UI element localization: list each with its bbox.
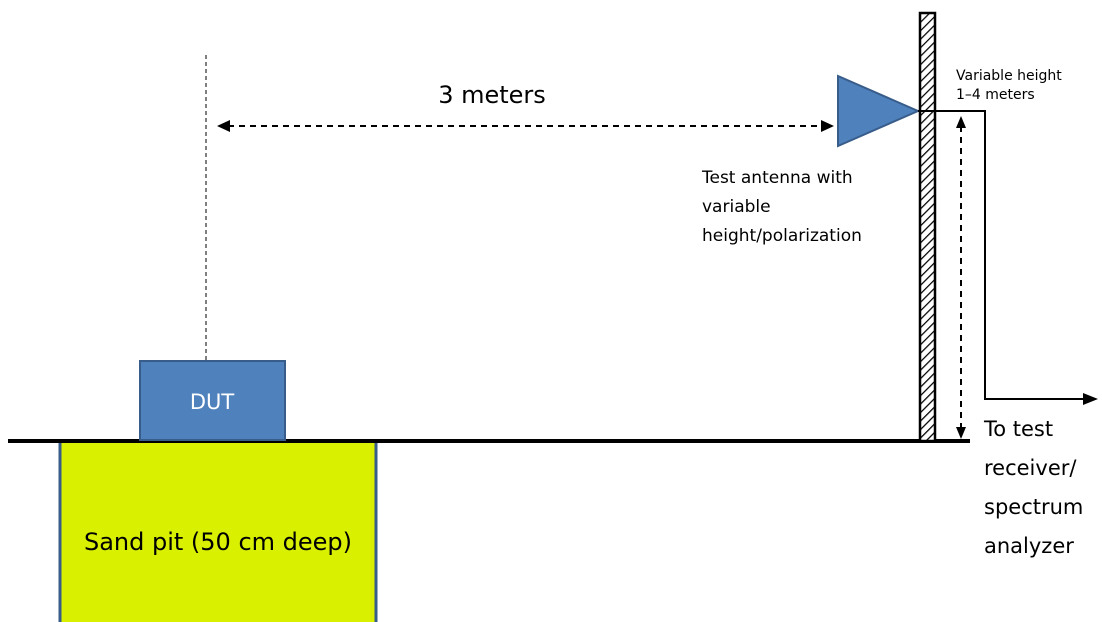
variable-height-label: Variable height 1–4 meters [956,68,1066,103]
variable-height-label-line-1: Variable height [956,68,1062,84]
dut-box [139,360,286,441]
receiver-label: To test receiver/ spectrum analyzer [983,417,1090,558]
distance-arrow-right-head [821,120,834,132]
antenna-cable [918,110,1085,400]
sand-pit [58,439,378,622]
cable-arrow-head [1083,393,1098,405]
test-antenna-label-line-2: variable [702,197,771,217]
test-antenna [837,74,921,148]
dut-label: DUT [190,390,235,414]
test-antenna-label-line-1: Test antenna with [701,168,853,188]
height-arrow-top-head [956,116,966,128]
distance-label: 3 meters [438,81,546,109]
antenna-mast [918,11,937,443]
receiver-label-line-2: receiver/ [984,456,1077,480]
variable-height-label-line-2: 1–4 meters [956,87,1035,103]
test-antenna-label-line-3: height/polarization [702,226,862,246]
receiver-label-line-1: To test [983,417,1053,441]
height-arrow-bottom-head [956,427,966,439]
receiver-label-line-3: spectrum [984,495,1083,519]
distance-arrow-left-head [217,120,230,132]
receiver-label-line-4: analyzer [984,534,1074,558]
sand-pit-label: Sand pit (50 cm deep) [84,528,352,556]
test-antenna-label: Test antenna with variable height/polari… [701,168,862,246]
